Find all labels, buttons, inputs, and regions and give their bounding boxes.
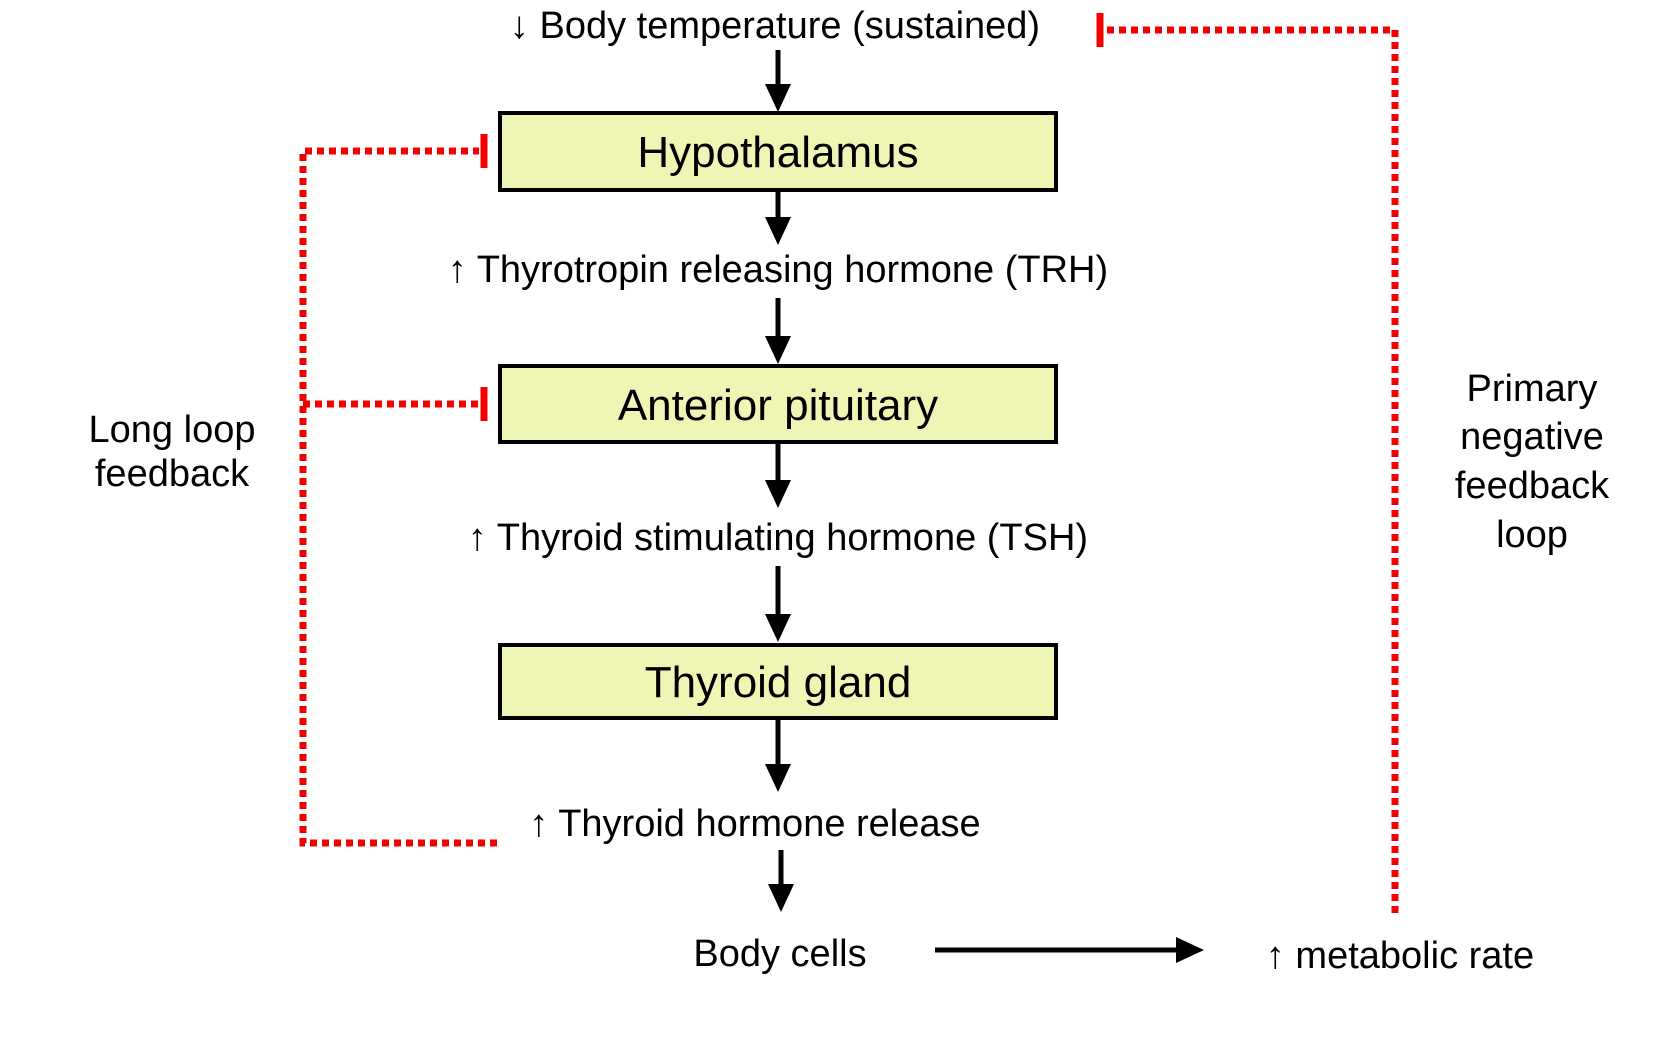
arrow-head-icon [765, 614, 791, 642]
arrow-trh-to-anterior-pituitary [765, 298, 791, 364]
metabolic-rate-label: ↑ metabolic rate [1266, 935, 1534, 977]
primary-negative-feedback-label-line3: feedback [1455, 465, 1610, 507]
primary-negative-feedback-label: Primary negative feedback loop [1455, 368, 1610, 556]
long-loop-feedback-line [299, 147, 497, 847]
arrow-head-icon [765, 84, 791, 112]
long-loop-feedback-label: Long loop feedback [89, 409, 256, 495]
long-loop-feedback-label-line1: Long loop [89, 409, 256, 451]
anterior-pituitary-label: Anterior pituitary [618, 381, 938, 430]
arrow-head-icon [765, 336, 791, 364]
arrow-body-cells-to-metabolic-rate [935, 937, 1204, 963]
arrow-head-icon [765, 480, 791, 508]
arrow-head-icon [768, 884, 794, 912]
arrow-head-icon [765, 764, 791, 792]
arrow-head-icon [1176, 937, 1204, 963]
trh-label: ↑ Thyrotropin releasing hormone (TRH) [448, 249, 1108, 291]
arrow-hypothalamus-to-trh [765, 190, 791, 245]
arrow-head-icon [765, 217, 791, 245]
arrow-hormone-release-to-body-cells [768, 850, 794, 912]
primary-negative-feedback-label-line2: negative [1460, 416, 1604, 458]
body-cells-label: Body cells [693, 933, 866, 975]
hypothalamus-box [498, 111, 1058, 192]
long-loop-feedback-label-line2: feedback [95, 453, 250, 495]
thyroid-hormone-release-label: ↑ Thyroid hormone release [529, 803, 980, 845]
arrow-thyroid-gland-to-hormone-release [765, 718, 791, 792]
thyroid-gland-box [498, 643, 1058, 720]
hypothalamus-label: Hypothalamus [637, 128, 918, 177]
arrow-body-temp-to-hypothalamus [765, 50, 791, 112]
primary-negative-feedback-label-line1: Primary [1467, 368, 1598, 410]
tsh-label: ↑ Thyroid stimulating hormone (TSH) [468, 517, 1088, 559]
primary-loop-feedback-line [1107, 26, 1399, 918]
anterior-pituitary-box [498, 364, 1058, 444]
thyroid-gland-label: Thyroid gland [645, 658, 912, 707]
primary-negative-feedback-label-line4: loop [1496, 514, 1568, 556]
arrow-tsh-to-thyroid-gland [765, 566, 791, 642]
body-temperature-label: ↓ Body temperature (sustained) [510, 5, 1040, 47]
arrow-anterior-pituitary-to-tsh [765, 442, 791, 508]
